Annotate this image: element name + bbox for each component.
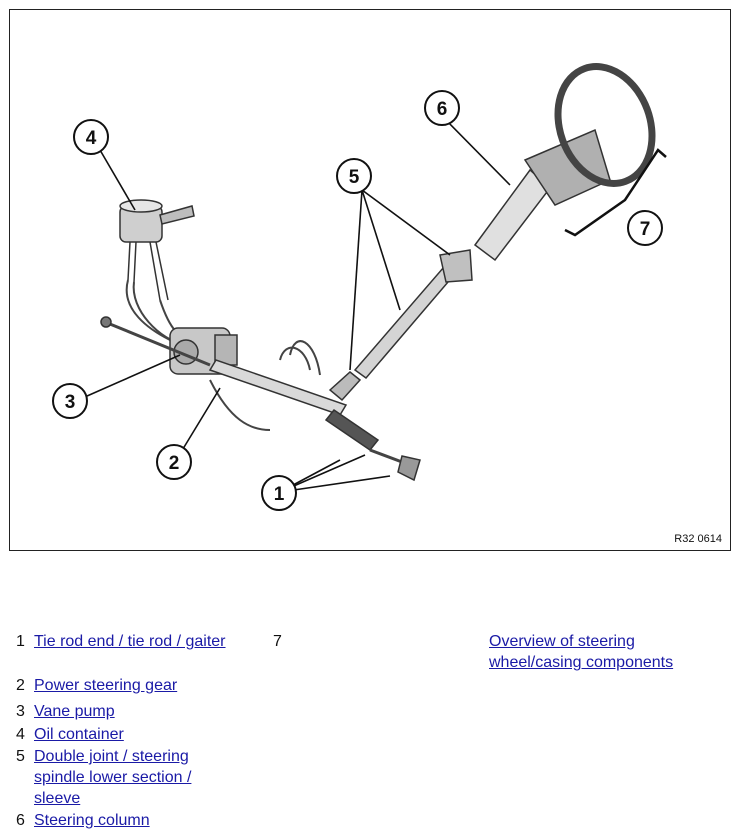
callout-2-label: 2 bbox=[169, 453, 180, 474]
legend-item-2: 2 Power steering gear bbox=[16, 675, 266, 697]
legend-number: 6 bbox=[16, 812, 25, 829]
steering-wheel-drawing bbox=[554, 63, 656, 187]
callout-6-circle bbox=[424, 90, 460, 126]
callout-5-circle bbox=[336, 158, 372, 194]
masked-area bbox=[465, 409, 728, 535]
legend-link-double-joint[interactable]: Double joint / steering spindle lower se… bbox=[34, 748, 192, 807]
legend-item-6: 6 Steering column bbox=[16, 810, 266, 832]
legend-number: 1 bbox=[16, 633, 25, 650]
legend-link-tie-rod[interactable]: Tie rod end / tie rod / gaiter bbox=[34, 633, 226, 650]
legend-item-3: 3 Vane pump bbox=[16, 701, 266, 723]
legend-number: 5 bbox=[16, 748, 25, 765]
legend-number: 3 bbox=[16, 703, 25, 720]
steering-system-diagram: 1 2 3 4 5 6 7 R32 0614 bbox=[9, 9, 731, 551]
legend-number: 2 bbox=[16, 677, 25, 694]
callouts bbox=[52, 90, 663, 511]
callout-4-circle bbox=[73, 119, 109, 155]
steering-rack-drawing bbox=[100, 316, 421, 482]
callout-6-label: 6 bbox=[437, 99, 448, 120]
callout-3-circle bbox=[52, 383, 88, 419]
callout-1-circle bbox=[261, 475, 297, 511]
callout-7-circle bbox=[627, 210, 663, 246]
callout-5-label: 5 bbox=[349, 167, 360, 188]
legend-link-oil-container[interactable]: Oil container bbox=[34, 726, 124, 743]
callout-2-circle bbox=[156, 444, 192, 480]
legend-item-7: Overview of steering wheel/casing compon… bbox=[489, 631, 719, 673]
callout-3-label: 3 bbox=[65, 392, 76, 413]
legend-link-steering-wheel-overview[interactable]: Overview of steering wheel/casing compon… bbox=[489, 633, 674, 671]
callout-7-label: 7 bbox=[640, 219, 651, 240]
callout-7-bracket bbox=[564, 148, 667, 237]
legend-number: 4 bbox=[16, 726, 25, 743]
figure-code: R32 0614 bbox=[674, 533, 722, 545]
legend-item-4: 4 Oil container bbox=[16, 724, 266, 746]
diagram-drawing: 1 2 3 4 5 6 7 bbox=[52, 63, 728, 535]
legend-item-5: 5 Double joint / steering spindle lower … bbox=[16, 746, 266, 810]
legend-item-7-number: 7 bbox=[273, 633, 282, 650]
callout-1-label: 1 bbox=[274, 484, 285, 505]
legend-link-power-steering-gear[interactable]: Power steering gear bbox=[34, 677, 178, 694]
legend-link-steering-column[interactable]: Steering column bbox=[34, 812, 150, 829]
steering-shaft-drawing bbox=[328, 128, 611, 402]
leader-lines bbox=[77, 115, 511, 493]
oil-container-drawing bbox=[119, 199, 195, 301]
legend-item-1: 1 Tie rod end / tie rod / gaiter bbox=[16, 631, 266, 653]
legend-link-vane-pump[interactable]: Vane pump bbox=[34, 703, 115, 720]
callout-4-label: 4 bbox=[86, 128, 97, 149]
